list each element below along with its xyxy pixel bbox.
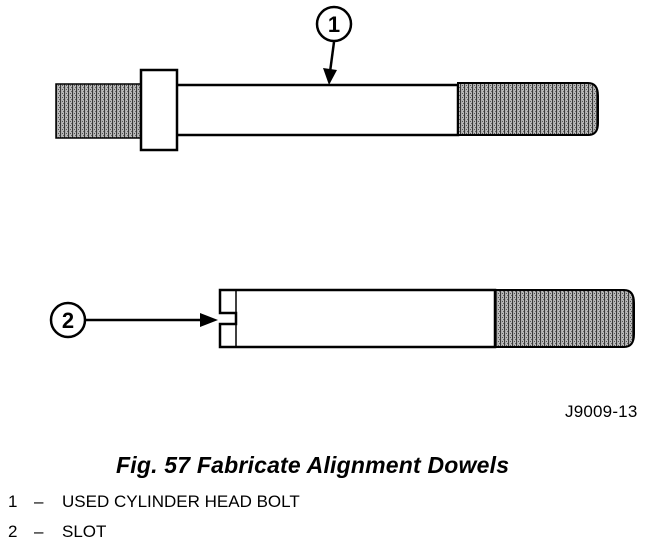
legend-item: 2–SLOT (8, 522, 106, 542)
bolt-collar (139, 68, 179, 152)
bolt-right-thread (457, 82, 599, 136)
legend-item: 1–USED CYLINDER HEAD BOLT (8, 492, 300, 512)
callout-1-circle (315, 5, 353, 43)
callout-2-circle (49, 301, 87, 339)
dowel-body (218, 288, 497, 349)
callout-2-number: 2 (62, 308, 74, 333)
head-bolt-drawing (55, 68, 599, 152)
bolt-left-thread (55, 83, 144, 139)
callout-1: 1 (315, 5, 353, 85)
legend-text: SLOT (62, 522, 107, 541)
callout-2: 2 (49, 301, 218, 339)
callout-2-arrowhead (200, 313, 218, 327)
drawing-code: J9009-13 (565, 402, 638, 421)
legend-number: 2 (8, 522, 18, 541)
callout-1-leader (328, 41, 336, 73)
dowel-right-thread (494, 289, 635, 348)
callout-1-arrowhead (323, 68, 337, 85)
legend-text: USED CYLINDER HEAD BOLT (62, 492, 300, 511)
slotted-dowel-drawing (218, 288, 635, 349)
bolt-shank (174, 83, 460, 137)
callout-1-number: 1 (328, 12, 340, 37)
legend-dash: – (34, 492, 44, 511)
figure-caption: Fig. 57 Fabricate Alignment Dowels (116, 452, 510, 478)
diagram-figure: 1 2 (49, 5, 635, 349)
legend-dash: – (34, 522, 44, 541)
legend-number: 1 (8, 492, 18, 511)
